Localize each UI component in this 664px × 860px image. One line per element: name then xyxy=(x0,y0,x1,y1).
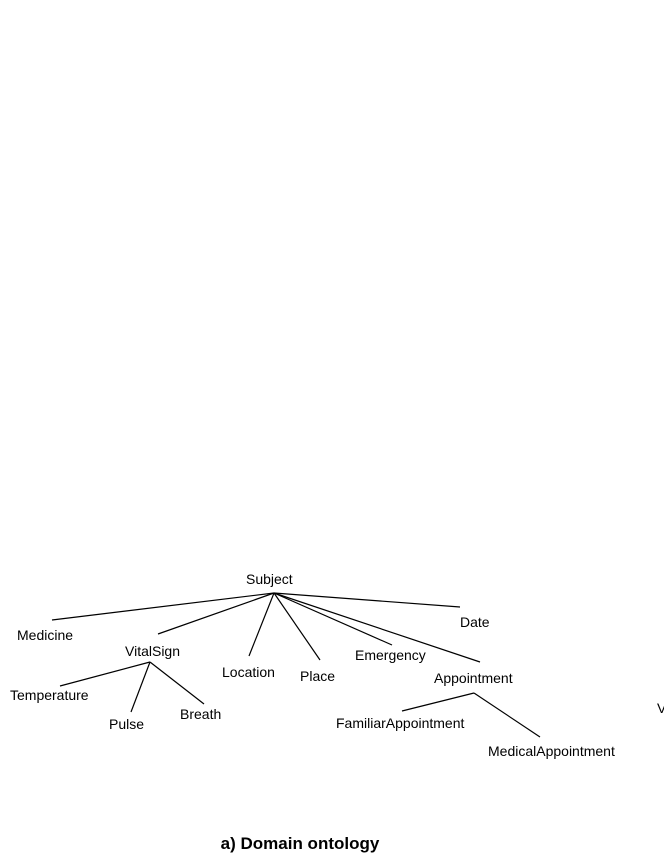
node-medicalappointment: MedicalAppointment xyxy=(488,743,615,759)
edge-subject-date xyxy=(273,592,461,608)
node-vitalsign: VitalSign xyxy=(125,643,180,659)
edge-subject-appointment xyxy=(273,592,481,663)
edge-subject-medicine xyxy=(51,592,275,621)
figure-caption: a) Domain ontology xyxy=(220,834,380,853)
node-familiarappointment: FamiliarAppointment xyxy=(336,715,464,731)
node-location: Location xyxy=(222,664,275,680)
edge-subject-vitalsign xyxy=(157,592,275,635)
edge-subject-place xyxy=(273,592,321,661)
edge-vitalsign-breath xyxy=(149,661,205,705)
edges xyxy=(51,592,541,738)
edge-vitalsign-pulse xyxy=(130,661,151,713)
edge-vitalsign-temperature xyxy=(59,661,151,687)
edge-appointment-familiarappointment xyxy=(401,692,475,712)
edge-subject-emergency xyxy=(273,592,393,646)
node-appointment: Appointment xyxy=(434,670,513,686)
edge-cropped-letter: V xyxy=(657,700,664,716)
node-date: Date xyxy=(460,614,490,630)
edge-subject-location xyxy=(248,592,275,657)
node-emergency: Emergency xyxy=(355,647,426,663)
edge-appointment-medicalappointment xyxy=(473,692,541,738)
nodes: Subject Medicine VitalSign Location Plac… xyxy=(10,571,615,759)
node-temperature: Temperature xyxy=(10,687,89,703)
node-place: Place xyxy=(300,668,335,684)
node-breath: Breath xyxy=(180,706,221,722)
node-medicine: Medicine xyxy=(17,627,73,643)
node-subject: Subject xyxy=(246,571,293,587)
node-pulse: Pulse xyxy=(109,716,144,732)
